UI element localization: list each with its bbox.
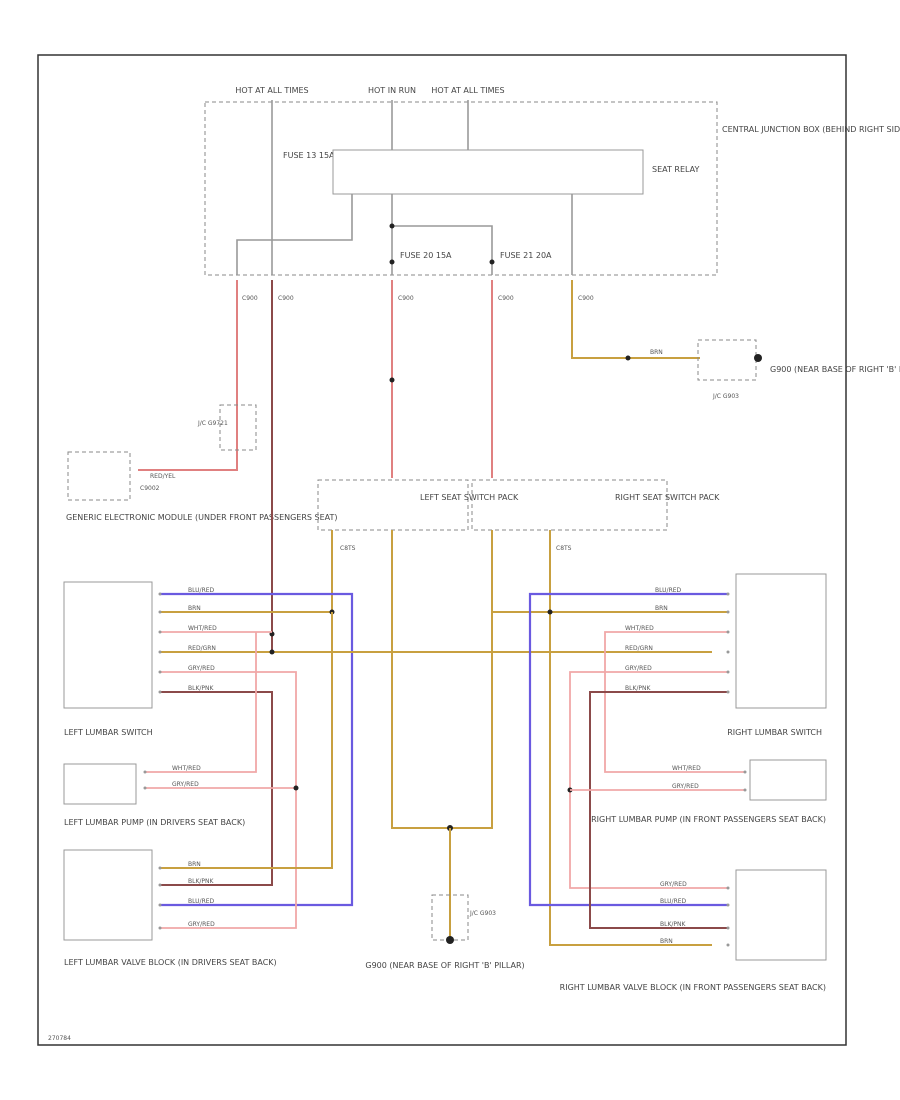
right-blu-red-1: BLU/RED	[655, 587, 682, 594]
diagram-frame	[37, 54, 847, 1046]
hot-at-all-times-label-1: HOT AT ALL TIMES	[235, 86, 308, 95]
left-lumbar-switch-label: LEFT LUMBAR SWITCH	[64, 728, 153, 737]
jc-right-splice	[697, 339, 757, 381]
right-blk-pnk-1: BLK/PNK	[625, 685, 652, 692]
left-lumbar-switch	[63, 581, 153, 709]
gem-connector-label: C9002	[140, 485, 160, 492]
right-pump-gry-red: GRY/RED	[672, 783, 699, 790]
generic-electronic-module	[67, 451, 131, 501]
left-wht-red-1: WHT/RED	[188, 625, 217, 632]
connector-c900-a: C900	[242, 295, 258, 302]
left-pump-gry-red: GRY/RED	[172, 781, 199, 788]
right-ground-brn-wire-label: BRN	[650, 349, 663, 356]
seat-relay-label: SEAT RELAY	[652, 165, 700, 174]
right-valve-brn: BRN	[660, 938, 673, 945]
left-pump-wht-red: WHT/RED	[172, 765, 201, 772]
connector-c900-e: C900	[578, 295, 594, 302]
ground-center-label: G900 (NEAR BASE OF RIGHT 'B' PILLAR)	[365, 961, 524, 970]
right-lumbar-switch	[735, 573, 827, 709]
central-junction-box	[204, 101, 718, 276]
right-valve-gry-red: GRY/RED	[660, 881, 687, 888]
fuse-20-label: FUSE 20 15A	[400, 251, 452, 260]
right-gry-red-1: GRY/RED	[625, 665, 652, 672]
right-lumbar-valve-block	[735, 869, 827, 961]
ground-right-label: G900 (NEAR BASE OF RIGHT 'B' PILLAR)	[770, 365, 900, 374]
right-seat-switch-pack-label: RIGHT SEAT SWITCH PACK	[615, 493, 720, 502]
seat-relay	[332, 149, 644, 195]
hot-in-run-label: HOT IN RUN	[368, 86, 416, 95]
gem-red-wire-label: RED/YEL	[150, 473, 176, 480]
left-blu-red-1: BLU/RED	[188, 587, 215, 594]
right-valve-blk-pnk: BLK/PNK	[660, 921, 687, 928]
connector-c900-c: C900	[398, 295, 414, 302]
generic-electronic-module-label: GENERIC ELECTRONIC MODULE (UNDER FRONT P…	[66, 513, 338, 522]
right-pump-wht-red: WHT/RED	[672, 765, 701, 772]
left-seat-switch-pack	[317, 479, 469, 531]
connector-c900-b: C900	[278, 295, 294, 302]
central-junction-box-label: CENTRAL JUNCTION BOX (BEHIND RIGHT SIDE …	[722, 125, 900, 134]
left-lumbar-pump	[63, 763, 137, 805]
left-lumbar-valve-block	[63, 849, 153, 941]
left-valve-blu-red: BLU/RED	[188, 898, 215, 905]
right-valve-blu-red: BLU/RED	[660, 898, 687, 905]
jc-left-label: J/C G9721	[197, 420, 228, 427]
right-seat-switch-pack	[471, 479, 668, 531]
left-brn-1: BRN	[188, 605, 201, 612]
right-pack-connector-label: C8TS	[556, 545, 572, 552]
right-wht-red-1: WHT/RED	[625, 625, 654, 632]
right-lumbar-pump	[749, 759, 827, 801]
jc-left-splice	[219, 404, 257, 451]
left-valve-blk-pnk: BLK/PNK	[188, 878, 215, 885]
jc-right-label: J/C G903	[712, 393, 739, 400]
fuse-13-label: FUSE 13 15A	[283, 151, 335, 160]
left-red-grn: RED/GRN	[188, 645, 216, 652]
right-red-grn: RED/GRN	[625, 645, 653, 652]
connector-c900-d: C900	[498, 295, 514, 302]
left-gry-red-1: GRY/RED	[188, 665, 215, 672]
right-lumbar-switch-label: RIGHT LUMBAR SWITCH	[727, 728, 822, 737]
left-valve-gry-red: GRY/RED	[188, 921, 215, 928]
left-valve-brn: BRN	[188, 861, 201, 868]
hot-at-all-times-label-2: HOT AT ALL TIMES	[431, 86, 504, 95]
right-brn-1: BRN	[655, 605, 668, 612]
footer-code: 270784	[48, 1035, 71, 1042]
left-lumbar-valve-block-label: LEFT LUMBAR VALVE BLOCK (IN DRIVERS SEAT…	[64, 958, 277, 967]
right-lumbar-pump-label: RIGHT LUMBAR PUMP (IN FRONT PASSENGERS S…	[591, 815, 826, 824]
left-blk-pnk-1: BLK/PNK	[188, 685, 215, 692]
left-seat-switch-pack-label: LEFT SEAT SWITCH PACK	[420, 493, 519, 502]
fuse-21-label: FUSE 21 20A	[500, 251, 552, 260]
component-pins	[143, 592, 747, 947]
right-lumbar-valve-block-label: RIGHT LUMBAR VALVE BLOCK (IN FRONT PASSE…	[560, 983, 826, 992]
left-pack-connector-label: C8TS	[340, 545, 356, 552]
jc-center-label: J/C G903	[469, 910, 496, 917]
left-lumbar-pump-label: LEFT LUMBAR PUMP (IN DRIVERS SEAT BACK)	[64, 818, 245, 827]
